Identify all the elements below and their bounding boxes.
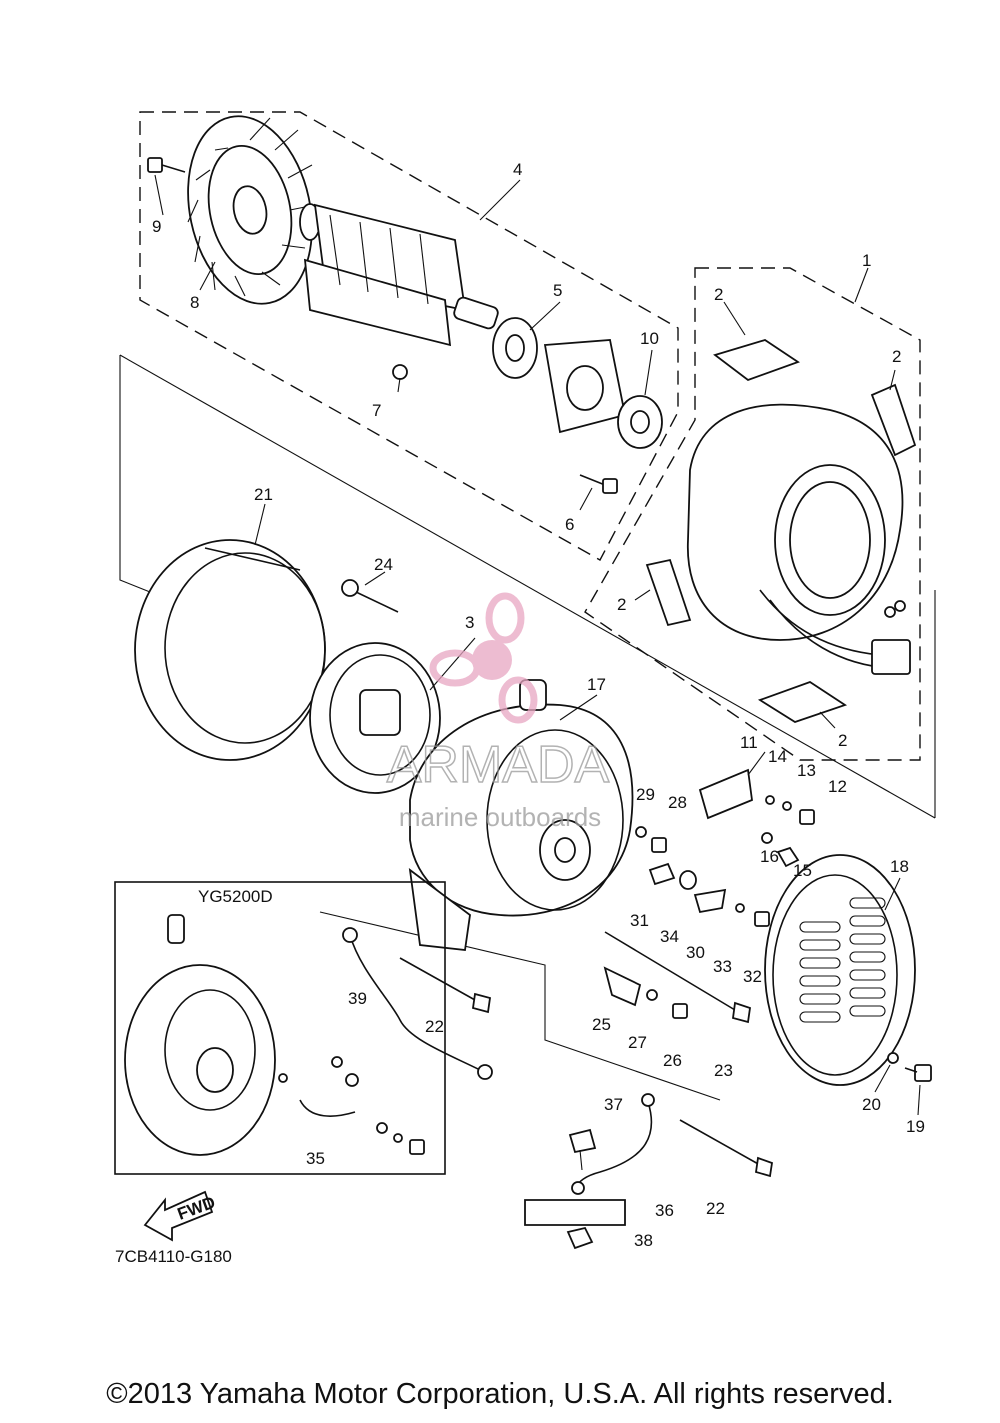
callout-16: 16 (760, 847, 779, 866)
callout-5: 5 (553, 281, 562, 300)
callout-13: 13 (797, 761, 816, 780)
callout-25: 25 (592, 1015, 611, 1034)
callout-6: 6 (565, 515, 574, 534)
through-bolt-short (341, 579, 399, 613)
callout-20: 20 (862, 1095, 881, 1114)
callout-23: 23 (714, 1061, 733, 1080)
inset-title: YG5200D (198, 887, 273, 906)
drawing-code: 7CB4110-G180 (115, 1247, 232, 1266)
rotor-assembly-boundary (139, 111, 679, 561)
callout-33: 33 (713, 957, 732, 976)
callout-26: 26 (663, 1051, 682, 1070)
callout-2: 2 (714, 285, 723, 304)
callout-2d: 2 (838, 731, 847, 750)
callout-24: 24 (374, 555, 393, 574)
callout-28: 28 (668, 793, 687, 812)
callouts: 1 2 2 2 2 3 4 5 6 7 8 9 10 11 12 13 14 1… (152, 160, 925, 1250)
callout-3: 3 (465, 613, 474, 632)
callout-17: 17 (587, 675, 606, 694)
callout-12: 12 (828, 777, 847, 796)
copyright-notice: ©2013 Yamaha Motor Corporation, U.S.A. A… (106, 1378, 894, 1410)
cover-band (134, 539, 326, 761)
callout-19: 19 (906, 1117, 925, 1136)
callout-29: 29 (636, 785, 655, 804)
small-nut (392, 364, 408, 380)
callout-37: 37 (604, 1095, 623, 1114)
callout-30: 30 (686, 943, 705, 962)
watermark-tagline: marine outboards (399, 802, 601, 832)
cooling-fan (187, 115, 316, 305)
callout-2c: 2 (617, 595, 626, 614)
bearing (617, 395, 663, 449)
callout-7: 7 (372, 401, 381, 420)
generator-housing (408, 679, 634, 951)
callout-34: 34 (660, 927, 679, 946)
callout-2b: 2 (892, 347, 901, 366)
slip-ring (492, 317, 538, 379)
brush-screw (579, 474, 618, 494)
inset-housing (124, 914, 425, 1156)
terminal-bracket (603, 966, 688, 1019)
callout-18: 18 (890, 857, 909, 876)
propeller-logo (429, 592, 538, 724)
callout-10: 10 (640, 329, 659, 348)
callout-22: 22 (425, 1017, 444, 1036)
callout-35: 35 (306, 1149, 325, 1168)
callout-22b: 22 (706, 1199, 725, 1218)
watermark: ARMADA marine outboards (386, 592, 610, 832)
rear-cover (764, 854, 916, 1086)
stator (687, 403, 911, 675)
ground-strap (524, 1093, 655, 1250)
watermark-brand: ARMADA (387, 736, 610, 794)
insulator-pads (645, 339, 917, 723)
small-hardware (635, 768, 815, 868)
reference-line-main (119, 354, 936, 819)
rotor (299, 203, 499, 347)
end-plate (309, 642, 441, 794)
callout-32: 32 (743, 967, 762, 986)
fwd-arrow: FWD (143, 1190, 218, 1242)
long-through-bolts (399, 931, 774, 1178)
ground-lead (342, 927, 493, 1080)
callout-4: 4 (513, 160, 522, 179)
inset-frame (114, 881, 446, 1175)
callout-27: 27 (628, 1033, 647, 1052)
callout-14: 14 (768, 747, 787, 766)
callout-21: 21 (254, 485, 273, 504)
fan-bolt (147, 157, 186, 173)
callout-9: 9 (152, 217, 161, 236)
callout-15: 15 (793, 861, 812, 880)
callout-36: 36 (655, 1201, 674, 1220)
callout-38: 38 (634, 1231, 653, 1250)
leader-lines (154, 174, 921, 1116)
callout-11: 11 (740, 733, 758, 752)
callout-39: 39 (348, 989, 367, 1008)
callout-8: 8 (190, 293, 199, 312)
stator-assembly-boundary (584, 267, 921, 761)
callout-31: 31 (630, 911, 649, 930)
callout-1: 1 (862, 251, 871, 270)
reference-line-top (119, 355, 151, 593)
cover-bolt (887, 1052, 932, 1082)
brush-parts (648, 862, 770, 927)
brush-holder (543, 339, 627, 434)
